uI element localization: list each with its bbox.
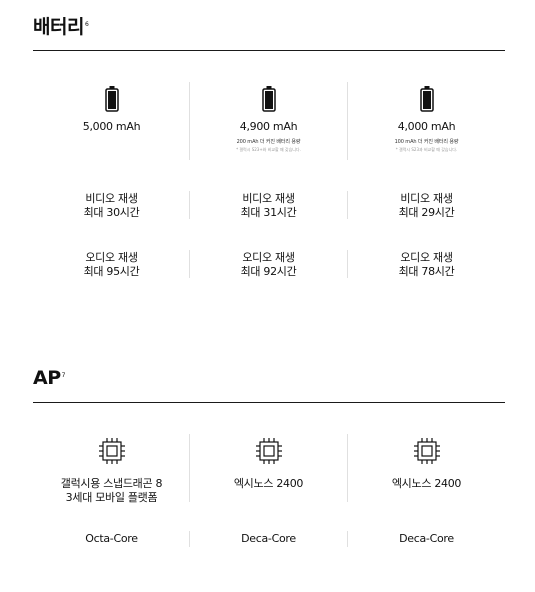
- audio-label: 오디오 재생: [85, 251, 138, 264]
- video-label: 비디오 재생: [400, 192, 453, 205]
- video-label: 비디오 재생: [85, 192, 138, 205]
- battery-column: 5,000 mAh: [33, 86, 190, 134]
- battery-divider: [347, 191, 348, 219]
- ap-footnote: 7: [61, 372, 66, 379]
- battery-icon: [419, 86, 434, 112]
- battery-title: 배터리6: [33, 16, 89, 38]
- core-count-value: Deca-Core: [399, 532, 454, 545]
- chip-name: 갤럭시용 스냅드래곤 8: [60, 477, 163, 490]
- battery-icon: [104, 86, 119, 112]
- battery-capacity: 5,000 mAh: [82, 120, 141, 133]
- ap-rule: [33, 402, 505, 403]
- audio-playback: 오디오 재생 최대 95시간: [33, 251, 190, 279]
- video-value: 최대 30시간: [83, 206, 140, 219]
- ap-divider: [189, 531, 190, 547]
- chip-icon: [255, 438, 282, 464]
- video-label: 비디오 재생: [242, 192, 295, 205]
- battery-divider: [189, 191, 190, 219]
- battery-capacity: 4,900 mAh: [239, 120, 298, 133]
- audio-label: 오디오 재생: [242, 251, 295, 264]
- battery-column: 4,900 mAh 200 mAh 더 커진 배터리 용량 * 갤럭시 S23+…: [190, 86, 347, 153]
- audio-playback: 오디오 재생 최대 92시간: [190, 251, 347, 279]
- battery-rule: [33, 50, 505, 51]
- video-playback: 비디오 재생 최대 30시간: [33, 192, 190, 220]
- ap-title: AP7: [33, 367, 66, 389]
- battery-subnote: * 갤럭시 S23+와 비교할 때 갖습니다.: [236, 147, 301, 152]
- video-value: 최대 31시간: [240, 206, 297, 219]
- ap-column: 갤럭시용 스냅드래곤 8 3세대 모바일 플랫폼: [33, 437, 190, 505]
- battery-divider: [347, 82, 348, 160]
- chip-icon: [98, 438, 125, 464]
- chip-name-line2: 3세대 모바일 플랫폼: [65, 491, 158, 504]
- chip-name: 엑시노스 2400: [391, 477, 462, 490]
- ap-column: 엑시노스 2400: [190, 437, 347, 491]
- ap-divider: [347, 434, 348, 502]
- core-count-value: Octa-Core: [85, 532, 138, 545]
- core-count: Deca-Core: [348, 532, 505, 546]
- battery-divider: [189, 250, 190, 278]
- ap-column: 엑시노스 2400: [348, 437, 505, 491]
- ap-section: AP7 갤럭시용 스냅드래곤 8 3세대 모바일 플랫폼: [0, 330, 535, 592]
- battery-capacity: 4,000 mAh: [397, 120, 456, 133]
- battery-note: 100 mAh 더 커진 배터리 용량: [394, 139, 459, 145]
- chip-name: 엑시노스 2400: [233, 477, 304, 490]
- battery-divider: [347, 250, 348, 278]
- audio-value: 최대 95시간: [83, 265, 140, 278]
- battery-icon: [261, 86, 276, 112]
- chip-icon: [413, 438, 440, 464]
- ap-divider: [347, 531, 348, 547]
- battery-note: 200 mAh 더 커진 배터리 용량: [236, 139, 301, 145]
- audio-value: 최대 92시간: [240, 265, 297, 278]
- battery-section: 배터리6 5,000 mAh 비디오 재생 최대 30시간 오디오 재생 최대 …: [33, 16, 505, 279]
- audio-value: 최대 78시간: [398, 265, 455, 278]
- audio-playback: 오디오 재생 최대 78시간: [348, 251, 505, 279]
- battery-footnote: 6: [84, 21, 89, 28]
- video-value: 최대 29시간: [398, 206, 455, 219]
- battery-column: 4,000 mAh 100 mAh 더 커진 배터리 용량 * 갤럭시 S23과…: [348, 86, 505, 153]
- battery-divider: [189, 82, 190, 160]
- battery-subnote: * 갤럭시 S23과 비교할 때 갖습니다.: [395, 147, 458, 152]
- audio-label: 오디오 재생: [400, 251, 453, 264]
- core-count: Deca-Core: [190, 532, 347, 546]
- video-playback: 비디오 재생 최대 29시간: [348, 192, 505, 220]
- core-count: Octa-Core: [33, 532, 190, 546]
- video-playback: 비디오 재생 최대 31시간: [190, 192, 347, 220]
- core-count-value: Deca-Core: [241, 532, 296, 545]
- ap-divider: [189, 434, 190, 502]
